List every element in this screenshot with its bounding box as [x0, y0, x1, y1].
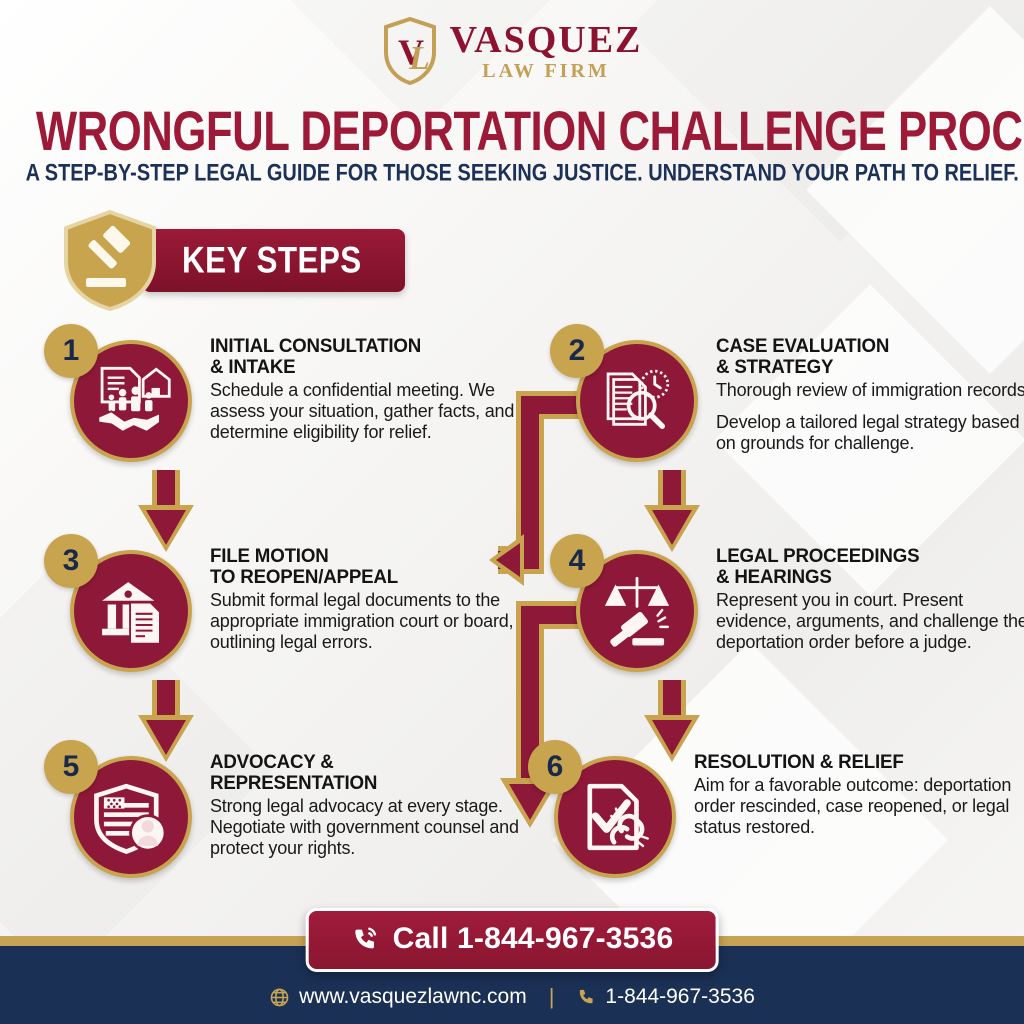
- step-icon-column: 3: [44, 534, 206, 702]
- footer-phone[interactable]: 1-844-967-3536: [576, 985, 755, 1009]
- step-item[interactable]: 2 CASE EVALU: [550, 324, 1024, 522]
- globe-icon: [269, 987, 290, 1008]
- svg-text:L: L: [408, 40, 430, 77]
- step-description-secondary: Develop a tailored legal strategy based …: [716, 411, 1020, 453]
- step-text-column: FILE MOTION TO REOPEN/APPEAL Submit form…: [210, 545, 528, 653]
- step-title: RESOLUTION & RELIEF: [694, 751, 904, 773]
- footer-phone-label: 1-844-967-3536: [605, 985, 755, 1008]
- step-title: CASE EVALUATION & STRATEGY: [716, 335, 890, 379]
- step-icon-column: 4: [550, 534, 712, 702]
- footer-contact-row: www.vasquezlawnc.com | 1-844-967-3536: [0, 975, 1024, 1019]
- call-cta-label: Call 1-844-967-3536: [392, 922, 674, 955]
- step-title: FILE MOTION TO REOPEN/APPEAL: [210, 545, 398, 589]
- step-icon-column: 1: [44, 324, 206, 492]
- key-steps-label: KEY STEPS: [182, 238, 362, 280]
- brand-tagline: LAW FIRM: [482, 60, 610, 82]
- step-item[interactable]: 6 RESOLUTION & RELIEF Aim fo: [528, 740, 1012, 938]
- step-description: Thorough review of immigration records.: [716, 380, 1024, 401]
- step-item[interactable]: 4 LEGAL PROCEEDINGS & H: [550, 534, 1024, 732]
- call-cta-button[interactable]: Call 1-844-967-3536: [305, 908, 719, 972]
- page-subtitle: A STEP-BY-STEP LEGAL GUIDE FOR THOSE SEE…: [25, 160, 1019, 187]
- phone-ring-icon: [351, 925, 379, 953]
- step-number-badge: 6: [528, 740, 582, 794]
- step-title: LEGAL PROCEEDINGS & HEARINGS: [716, 545, 920, 589]
- key-steps-banner: KEY STEPS: [142, 228, 406, 292]
- page-title: WRONGFUL DEPORTATION CHALLENGE PROCESS: [35, 99, 1024, 162]
- step-description: Schedule a confidential meeting. We asse…: [210, 380, 515, 442]
- step-item[interactable]: 5: [44, 740, 528, 938]
- step-text-column: INITIAL CONSULTATION & INTAKE Schedule a…: [210, 335, 528, 443]
- footer-website-label: www.vasquezlawnc.com: [299, 985, 527, 1008]
- shield-monogram-icon: V L: [382, 16, 438, 86]
- step-icon-column: 2: [550, 324, 712, 492]
- shield-gavel-icon: [56, 206, 164, 314]
- step-item[interactable]: 1: [44, 324, 528, 522]
- step-number-badge: 5: [44, 740, 98, 794]
- step-icon-column: 6: [528, 740, 690, 908]
- step-text-column: LEGAL PROCEEDINGS & HEARINGS Represent y…: [716, 545, 1024, 653]
- step-text-column: CASE EVALUATION & STRATEGY Thorough revi…: [716, 335, 1024, 454]
- step-number-badge: 3: [44, 534, 98, 588]
- svg-text:V: V: [398, 32, 424, 72]
- step-description: Represent you in court. Present evidence…: [716, 590, 1024, 652]
- step-text-column: RESOLUTION & RELIEF Aim for a favorable …: [694, 751, 1012, 838]
- step-description: Aim for a favorable outcome: deportation…: [694, 775, 1012, 837]
- key-steps-header: KEY STEPS: [56, 206, 406, 314]
- step-description: Strong legal advocacy at every stage. Ne…: [210, 796, 519, 858]
- step-number-badge: 4: [550, 534, 604, 588]
- footer-divider: |: [548, 984, 555, 1009]
- footer-website[interactable]: www.vasquezlawnc.com: [269, 985, 527, 1009]
- step-description: Submit formal legal documents to the app…: [210, 590, 514, 652]
- step-number-badge: 2: [550, 324, 604, 378]
- brand-logo: V L VASQUEZ LAW FIRM: [0, 16, 1024, 86]
- step-text-column: ADVOCACY & REPRESENTATION Strong legal a…: [210, 751, 528, 859]
- phone-icon: [576, 987, 596, 1007]
- step-number-badge: 1: [44, 324, 98, 378]
- step-title: INITIAL CONSULTATION & INTAKE: [210, 335, 422, 379]
- step-title: ADVOCACY & REPRESENTATION: [210, 751, 378, 795]
- step-item[interactable]: 3 FILE MOT: [44, 534, 528, 732]
- step-icon-column: 5: [44, 740, 206, 908]
- brand-name: VASQUEZ: [449, 19, 643, 61]
